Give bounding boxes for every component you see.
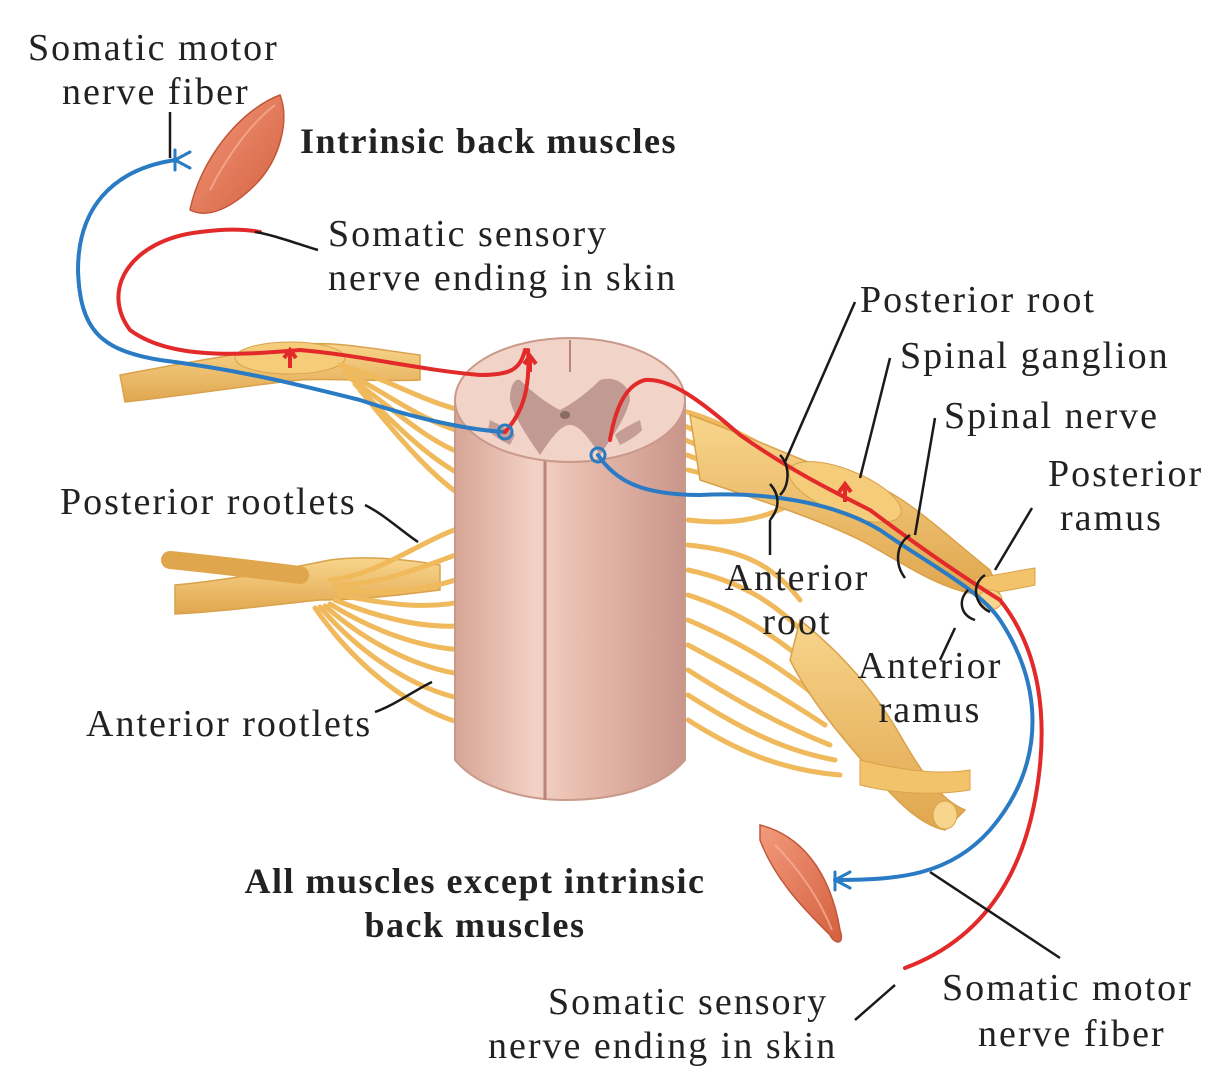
label-all-muscles-2: back muscles	[205, 904, 745, 946]
label-somatic-sensory-bottom-2: nerve ending in skin	[488, 1024, 837, 1068]
label-somatic-motor-top: Somatic motor	[28, 26, 279, 70]
label-anterior-ramus-2: ramus	[855, 688, 1005, 732]
label-anterior-root-2: root	[722, 600, 872, 644]
label-anterior-ramus: Anterior	[855, 644, 1005, 688]
label-somatic-sensory-top: Somatic sensory	[328, 212, 608, 256]
label-somatic-motor-bottom-2: nerve fiber	[978, 1012, 1166, 1056]
label-posterior-root: Posterior root	[860, 278, 1096, 322]
label-somatic-motor-bottom: Somatic motor	[942, 966, 1193, 1010]
label-anterior-root: Anterior	[722, 556, 872, 600]
spinal-cord	[455, 338, 685, 800]
label-intrinsic-back-muscles: Intrinsic back muscles	[300, 120, 677, 162]
lower-muscle	[760, 825, 841, 942]
label-spinal-nerve: Spinal nerve	[944, 394, 1159, 438]
label-spinal-ganglion: Spinal ganglion	[900, 334, 1170, 378]
label-posterior-ramus: Posterior	[1048, 452, 1203, 496]
left-rootlets	[315, 365, 470, 725]
label-posterior-rootlets: Posterior rootlets	[60, 480, 357, 524]
label-all-muscles: All muscles except intrinsic	[205, 860, 745, 902]
label-somatic-sensory-top-2: nerve ending in skin	[328, 256, 677, 300]
label-somatic-motor-top-2: nerve fiber	[62, 70, 250, 114]
label-somatic-sensory-bottom: Somatic sensory	[548, 980, 828, 1024]
label-posterior-ramus-2: ramus	[1060, 496, 1163, 540]
label-anterior-rootlets: Anterior rootlets	[86, 702, 372, 746]
